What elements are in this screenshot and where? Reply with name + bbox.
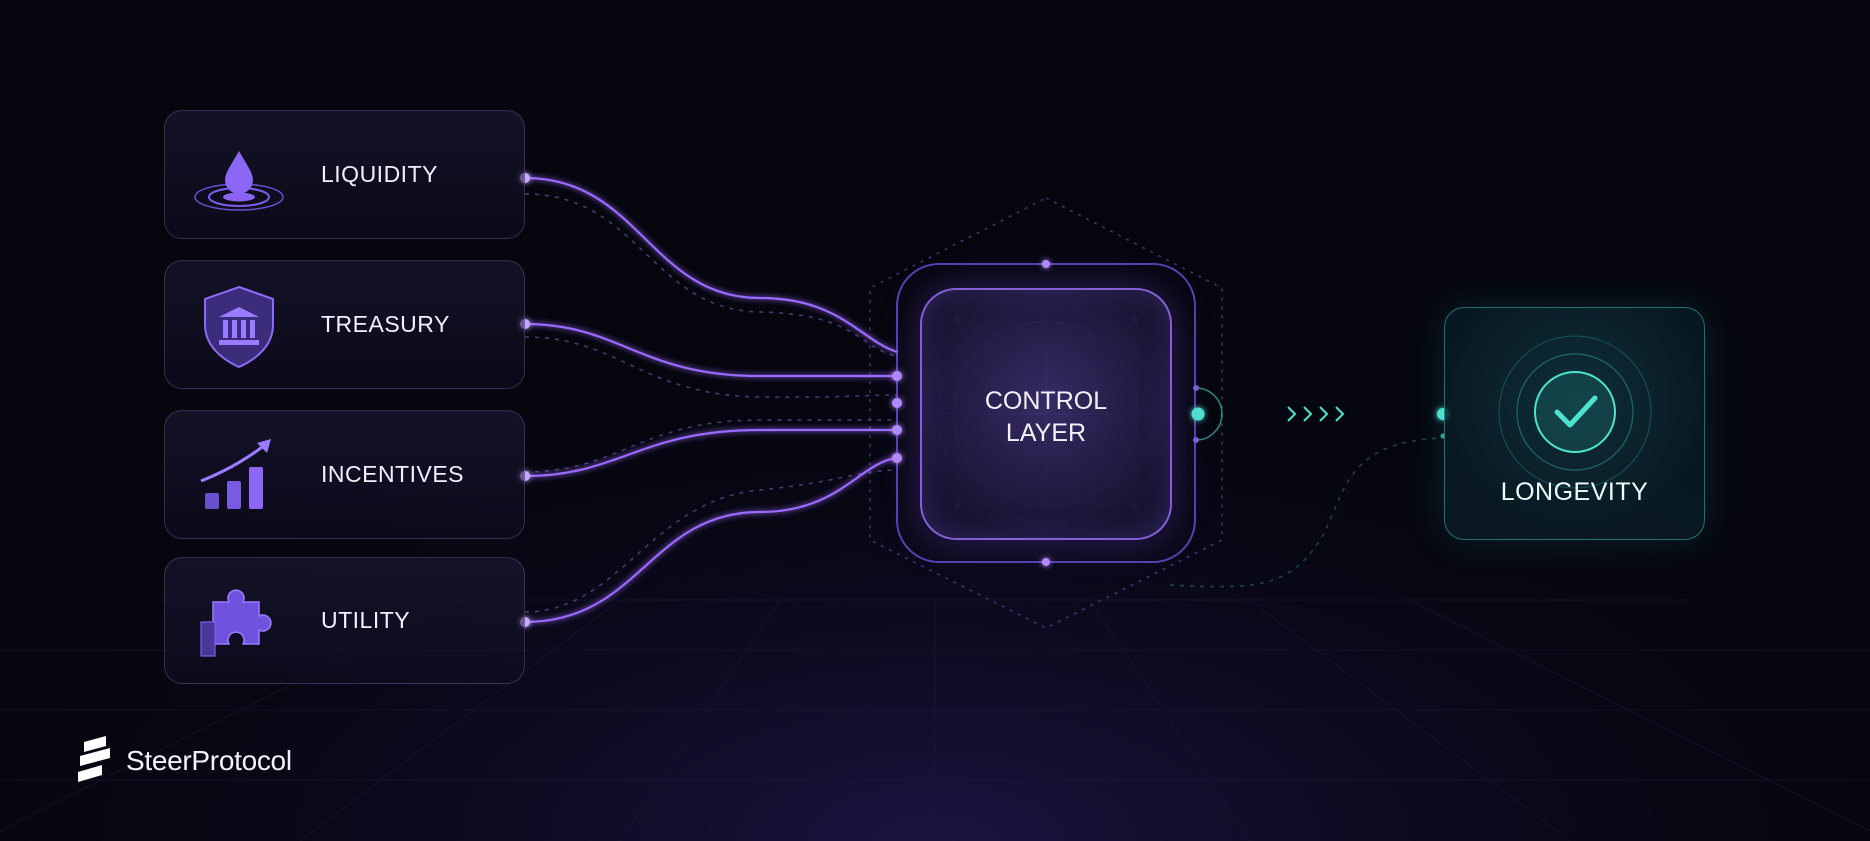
- longevity-label: LONGEVITY: [1500, 478, 1649, 506]
- output-connector: [1191, 385, 1449, 443]
- input-card-incentives: INCENTIVES: [164, 410, 525, 539]
- bank-shield-icon: [204, 285, 274, 369]
- input-card-liquidity: LIQUIDITY: [164, 110, 525, 239]
- growth-chart-icon: [200, 439, 271, 509]
- input-label-incentives: INCENTIVES: [321, 461, 465, 487]
- control-input-ports: [892, 260, 1050, 566]
- control-layer-label: CONTROL LAYER: [984, 387, 1108, 447]
- input-label-liquidity: LIQUIDITY: [321, 161, 438, 187]
- input-label-treasury: TREASURY: [321, 311, 450, 337]
- chevron-arrows-icon: [1287, 406, 1345, 422]
- water-drop-icon: [194, 151, 284, 211]
- puzzle-piece-icon: [200, 589, 272, 657]
- brand-name: SteerProtocol: [126, 745, 292, 776]
- longevity-node: [1444, 307, 1705, 540]
- steer-logo-icon: [78, 736, 110, 782]
- input-card-utility: UTILITY: [164, 557, 525, 684]
- input-card-treasury: TREASURY: [164, 260, 525, 389]
- input-label-utility: UTILITY: [321, 607, 411, 633]
- control-layer-node: [920, 288, 1172, 540]
- check-circle-icon: [1498, 335, 1652, 489]
- background-grid: [0, 599, 1870, 841]
